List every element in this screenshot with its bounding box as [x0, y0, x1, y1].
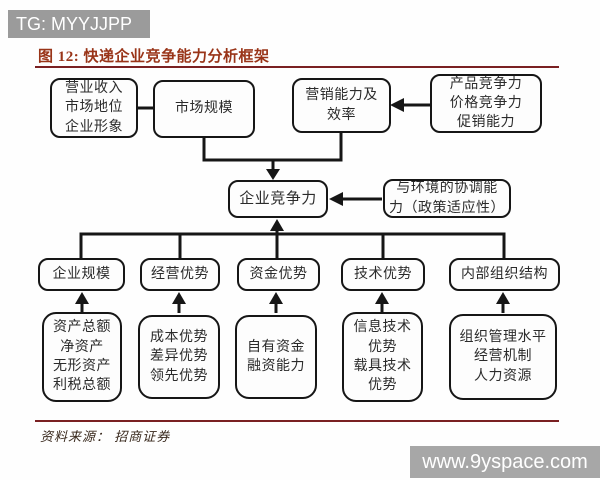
node-marketing-capability: 营销能力及 效率	[292, 78, 391, 133]
arrowhead-product-to-marketing	[390, 98, 404, 112]
node-operation-advantage: 经营优势	[140, 258, 220, 291]
site-watermark: www.9yspace.com	[410, 446, 600, 478]
arrowhead-branch-to-core	[270, 219, 284, 231]
source-note: 资料来源： 招商证券	[40, 429, 171, 444]
node-capital-advantage: 资金优势	[237, 258, 320, 291]
figure-title: 图 12: 快递企业竞争能力分析框架	[38, 49, 270, 65]
node-environment-coordination: 与环境的协调能 力（政策适应性）	[383, 179, 511, 218]
arrowhead-infotech	[375, 292, 389, 304]
node-cost-details: 成本优势 差异优势 领先优势	[138, 315, 220, 399]
arrowhead-merge-to-core	[266, 169, 280, 180]
arrowhead-assets	[75, 292, 89, 304]
channel-tag-bar: TG: MYYJJPP	[8, 10, 150, 38]
node-asset-details: 资产总额 净资产 无形资产 利税总额	[42, 312, 122, 402]
node-product-competitiveness: 产品竞争力 价格竞争力 促销能力	[430, 74, 542, 133]
node-enterprise-scale: 企业规模	[38, 258, 125, 291]
node-funding-details: 自有资金 融资能力	[235, 315, 317, 399]
node-revenue-indicators: 营业收入 市场地位 企业形象	[50, 78, 138, 138]
node-management-details: 组织管理水平 经营机制 人力资源	[449, 314, 557, 400]
node-org-structure: 内部组织结构	[449, 258, 560, 291]
node-infotech-details: 信息技术 优势 载具技术 优势	[342, 312, 423, 402]
arrowhead-environment-to-core	[329, 192, 343, 206]
node-tech-advantage: 技术优势	[341, 258, 425, 291]
arrowhead-cost	[172, 292, 186, 304]
title-underline-rule	[35, 66, 559, 68]
node-enterprise-competitiveness: 企业竞争力	[228, 180, 328, 218]
arrowhead-funding	[269, 292, 283, 304]
node-market-scale: 市场规模	[153, 80, 255, 138]
source-divider-rule	[35, 420, 559, 422]
arrowhead-management	[496, 292, 510, 304]
